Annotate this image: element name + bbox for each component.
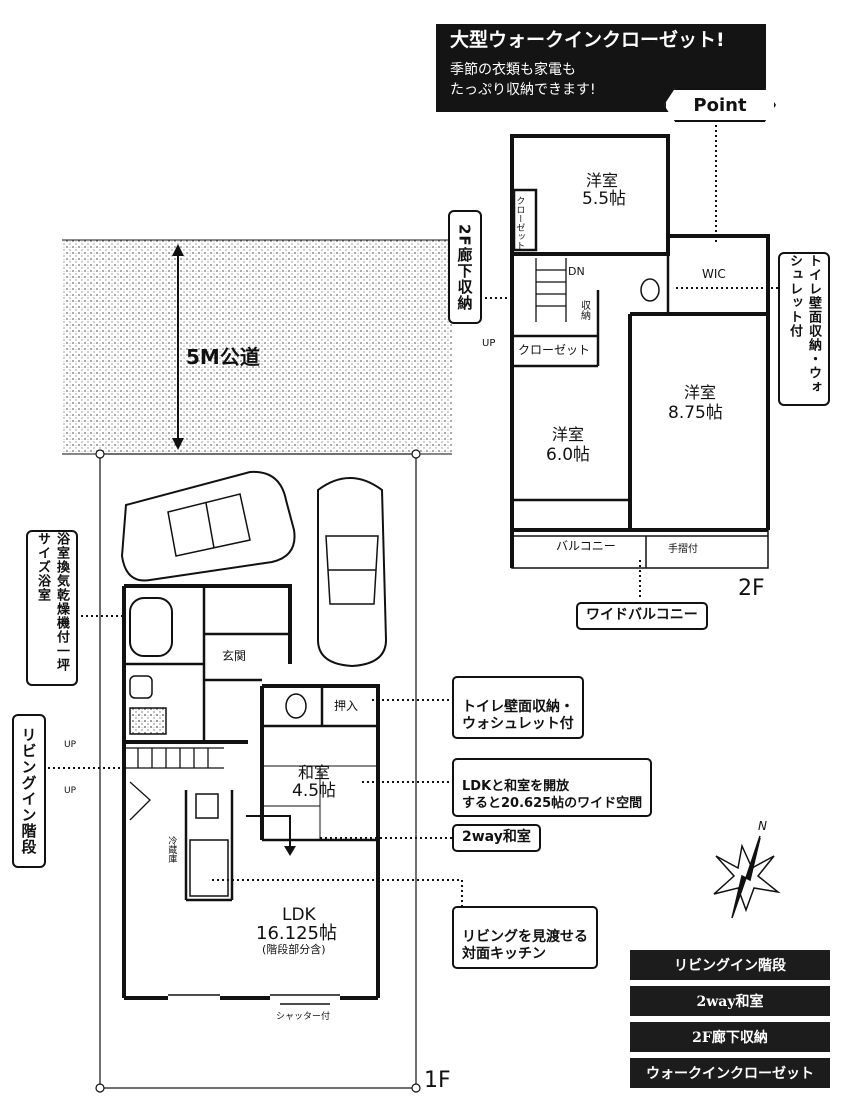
banner-title: 大型ウォークインクローゼット!	[450, 29, 725, 51]
room-western-60-size: 6.0帖	[546, 445, 591, 465]
callout-wide-balcony: ワイドバルコニー	[576, 602, 708, 630]
compass-icon	[713, 835, 781, 919]
balcony-label: バルコニー	[556, 539, 616, 553]
closet-1f-label: 押入	[334, 699, 359, 713]
wic-label: WIC	[702, 267, 726, 281]
floor2-walls	[510, 134, 770, 568]
feature-tag-hall-storage: 2F廊下収納	[630, 1022, 830, 1052]
point-label: Point	[693, 94, 747, 116]
leader-lines	[48, 110, 780, 912]
feature-tag-wic: ウォークインクローゼット	[630, 1058, 830, 1088]
room-western-55-name: 洋室	[586, 171, 619, 190]
promo-banner: 大型ウォークインクローゼット! 季節の衣類も家電も たっぷり収納できます!	[436, 24, 766, 112]
callout-hall-storage: 2F廊下収納	[448, 210, 482, 324]
up-label-1f-b: UP	[64, 786, 77, 796]
japanese-room-size: 4.5帖	[292, 781, 337, 801]
room-western-875-name: 洋室	[684, 383, 717, 402]
callout-twoway: 2way和室	[452, 824, 541, 852]
point-badge: Point	[664, 88, 776, 122]
shutter-label: シャッター付	[276, 1012, 331, 1022]
car-icon-tilted	[120, 470, 296, 582]
room-western-55-size: 5.5帖	[582, 189, 627, 209]
callout-living-stairs: リビングイン階段	[12, 714, 46, 868]
up-label-1f-a: UP	[64, 740, 77, 750]
ldk-size: 16.125帖	[256, 923, 337, 944]
car-icon-straight	[317, 477, 388, 668]
toilet-2f	[640, 278, 660, 302]
stairs-2f	[535, 258, 567, 322]
kitchen-counter	[189, 839, 229, 897]
washbasin	[129, 675, 153, 699]
toilet-fixture	[285, 693, 307, 719]
dn-label: DN	[568, 265, 585, 278]
feature-tag-living-stairs: リビングイン階段	[630, 950, 830, 980]
bathtub	[129, 597, 173, 657]
ldk-name: LDK	[282, 905, 316, 925]
stairs-1f	[124, 747, 224, 821]
twoway-arrow	[246, 815, 291, 850]
floor1-label: 1F	[424, 1068, 451, 1093]
room-western-60-name: 洋室	[552, 425, 585, 444]
banner-line-2: たっぷり収納できます!	[450, 82, 596, 98]
callout-toilet-1f: トイレ壁面収納・ ウォシュレット付	[452, 676, 584, 739]
callout-ldk-open: LDKと和室を開放 すると20.625帖のワイド空間	[452, 758, 653, 817]
callout-toilet-storage-2f: トイレ壁面収納・ウォシュレット付	[778, 252, 830, 406]
tatami-lines	[262, 765, 378, 840]
fridge-label: 冷蔵庫	[166, 836, 177, 863]
feature-tag-twoway: 2way和室	[630, 986, 830, 1016]
entrance-label: 玄関	[222, 649, 247, 663]
japanese-room-name: 和室	[298, 763, 331, 782]
road-label: 5M公道	[186, 345, 260, 369]
up-label-2f: UP	[482, 338, 496, 349]
closet-small-label: クローゼット	[514, 196, 525, 250]
floor2-inner	[512, 188, 670, 502]
storage-2f-label: 収納	[578, 300, 590, 320]
ldk-note: (階段部分含)	[262, 943, 326, 956]
balcony	[511, 530, 769, 569]
lot-boundary	[99, 453, 417, 1089]
compass-north-label: N	[758, 819, 767, 833]
floor2-label: 2F	[738, 576, 765, 601]
callout-kitchen: リビングを見渡せる 対面キッチン	[452, 906, 598, 969]
closet-2f-label: クローゼット	[518, 343, 591, 357]
banner-line-1: 季節の衣類も家電も	[450, 62, 576, 78]
room-western-875-size: 8.75帖	[668, 403, 723, 423]
floor1-walls	[122, 584, 380, 1000]
handrail-label: 手摺付	[668, 544, 698, 555]
callout-bath: 浴室換気乾燥機付一坪サイズ浴室	[26, 530, 78, 686]
road-area	[62, 240, 452, 454]
